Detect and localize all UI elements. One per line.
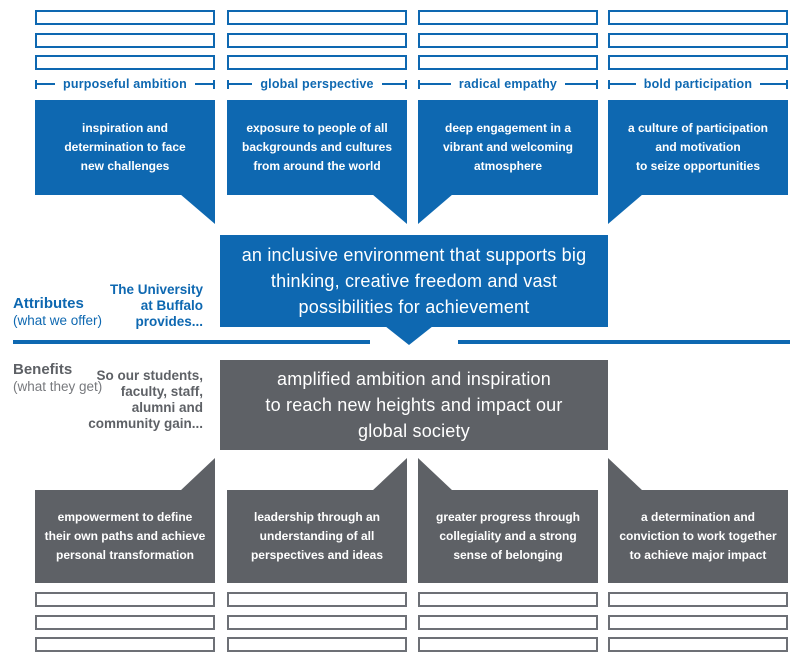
benefits-lead-in-text: So our students, faculty, staff, alumni …: [88, 368, 203, 431]
top-placeholder-row: [227, 33, 407, 48]
bottom-placeholder-row: [608, 592, 788, 607]
benefits-row-subtitle: (what they get): [13, 379, 103, 394]
measure-line: [610, 83, 636, 85]
benefits-summary-text: amplified ambition and inspiration to re…: [265, 369, 563, 441]
attributes-row-title: Attributes: [13, 295, 84, 312]
column-label: purposeful ambition: [63, 77, 187, 91]
bottom-placeholder-row: [35, 615, 215, 630]
benefit-bubble-text: empowerment to define their own paths an…: [44, 510, 206, 562]
attribute-bubble-1: inspiration and determination to face ne…: [35, 100, 215, 195]
measure-line: [194, 83, 213, 85]
column-label: global perspective: [260, 77, 374, 91]
attributes-row-subtitle: (what we offer): [13, 313, 103, 328]
bubble-tail: [180, 458, 215, 491]
column-measure-bold-participation: bold participation: [608, 77, 788, 91]
measure-tick: [418, 79, 420, 89]
top-placeholder-row: [418, 55, 598, 70]
attributes-summary-bubble: an inclusive environment that supports b…: [220, 235, 608, 327]
bottom-placeholder-row: [418, 637, 598, 652]
bubble-tail: [608, 194, 643, 224]
attributes-summary-text: an inclusive environment that supports b…: [241, 245, 587, 317]
top-placeholder-row: [418, 33, 598, 48]
bottom-placeholder-row: [35, 637, 215, 652]
bubble-tail: [372, 458, 407, 491]
attributes-benefits-divider-right: [458, 340, 790, 344]
bottom-placeholder-row: [227, 637, 407, 652]
top-placeholder-row: [608, 55, 788, 70]
top-placeholder-row: [35, 55, 215, 70]
measure-tick: [596, 79, 598, 89]
measure-tick: [786, 79, 788, 89]
measure-line: [760, 83, 786, 85]
top-placeholder-row: [35, 10, 215, 25]
bubble-tail: [418, 194, 453, 224]
attribute-bubble-3: deep engagement in a vibrant and welcomi…: [418, 100, 598, 195]
bottom-placeholder-row: [227, 592, 407, 607]
top-placeholder-row: [227, 55, 407, 70]
bubble-tail: [608, 458, 643, 491]
attribute-bubble-text: inspiration and determination to face ne…: [64, 121, 186, 173]
bottom-placeholder-row: [608, 615, 788, 630]
attributes-lead-in-text: The University at Buffalo provides...: [109, 282, 203, 329]
column-measure-global-perspective: global perspective: [227, 77, 407, 91]
measure-tick: [608, 79, 610, 89]
attribute-bubble-text: exposure to people of all backgrounds an…: [241, 121, 393, 173]
benefit-bubble-3: greater progress through collegiality an…: [418, 490, 598, 583]
benefits-row-title: Benefits: [13, 361, 73, 378]
measure-line: [37, 83, 56, 85]
measure-tick: [213, 79, 215, 89]
bottom-placeholder-row: [227, 615, 407, 630]
top-placeholder-row: [227, 10, 407, 25]
bottom-placeholder-row: [418, 615, 598, 630]
bubble-tail: [372, 194, 407, 224]
measure-tick: [227, 79, 229, 89]
bottom-placeholder-row: [418, 592, 598, 607]
column-measure-purposeful-ambition: purposeful ambition: [35, 77, 215, 91]
measure-line: [229, 83, 253, 85]
summary-bubble-tail: [385, 326, 433, 345]
attribute-bubble-text: a culture of participation and motivatio…: [627, 121, 768, 173]
attribute-bubble-4: a culture of participation and motivatio…: [608, 100, 788, 195]
bottom-placeholder-row: [35, 592, 215, 607]
bubble-tail: [418, 458, 453, 491]
bubble-tail: [180, 194, 215, 224]
column-label: bold participation: [643, 77, 753, 91]
measure-line: [381, 83, 405, 85]
benefit-bubble-text: leadership through an understanding of a…: [250, 510, 384, 562]
benefit-bubble-2: leadership through an understanding of a…: [227, 490, 407, 583]
measure-tick: [405, 79, 407, 89]
measure-line: [420, 83, 451, 85]
attribute-bubble-2: exposure to people of all backgrounds an…: [227, 100, 407, 195]
top-placeholder-row: [35, 33, 215, 48]
benefits-summary-bubble: amplified ambition and inspiration to re…: [220, 360, 608, 450]
top-placeholder-row: [608, 10, 788, 25]
benefit-bubble-4: a determination and conviction to work t…: [608, 490, 788, 583]
top-placeholder-row: [418, 10, 598, 25]
benefit-bubble-text: a determination and conviction to work t…: [619, 510, 777, 562]
column-label: radical empathy: [458, 77, 558, 91]
top-placeholder-row: [608, 33, 788, 48]
bottom-placeholder-row: [608, 637, 788, 652]
benefit-bubble-text: greater progress through collegiality an…: [435, 510, 581, 562]
column-measure-radical-empathy: radical empathy: [418, 77, 598, 91]
measure-line: [565, 83, 596, 85]
benefit-bubble-1: empowerment to define their own paths an…: [35, 490, 215, 583]
measure-tick: [35, 79, 37, 89]
attributes-benefits-divider-left: [13, 340, 370, 344]
attribute-bubble-text: deep engagement in a vibrant and welcomi…: [442, 121, 574, 173]
